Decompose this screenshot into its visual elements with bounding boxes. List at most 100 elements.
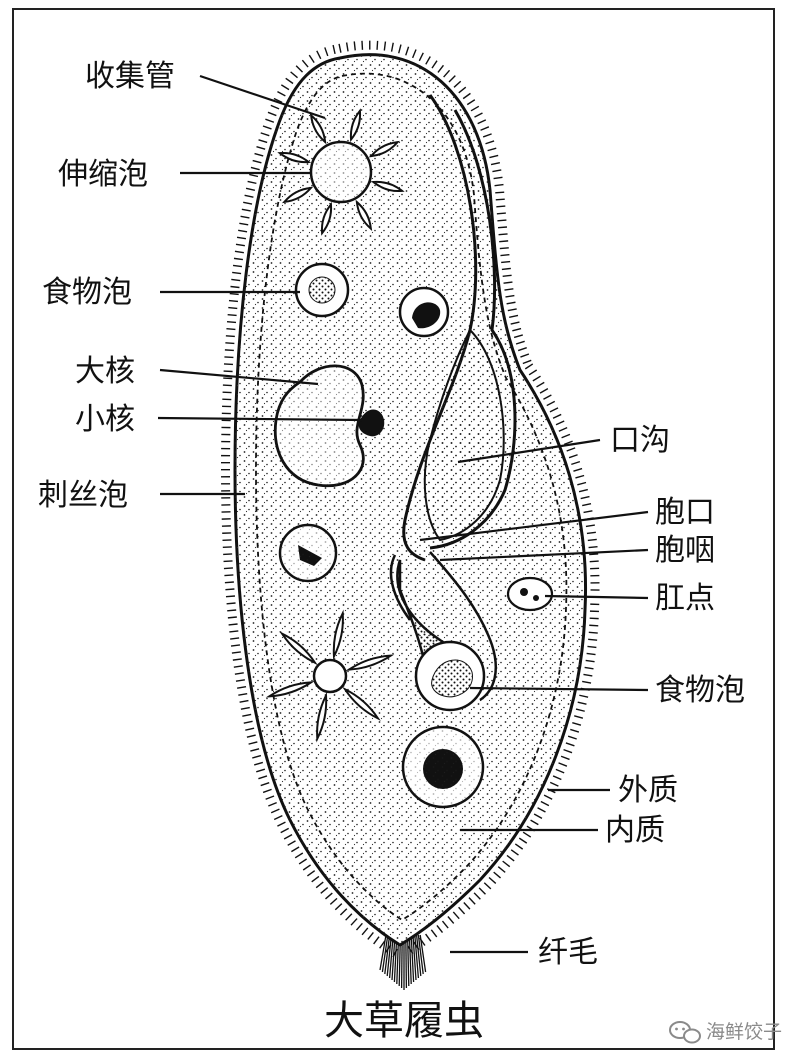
trichocyst [583, 673, 593, 677]
label-ectoplasm: 外质 [618, 773, 678, 808]
trichocyst [503, 281, 513, 284]
trichocyst [301, 59, 309, 68]
collecting-canal [277, 151, 312, 164]
trichocyst [578, 488, 588, 493]
trichocyst [418, 52, 424, 62]
trichocyst [373, 936, 380, 945]
trichocyst [537, 807, 546, 813]
trichocyst [268, 801, 277, 807]
trichocyst [277, 91, 286, 97]
trichocyst [316, 50, 322, 60]
trichocyst [497, 226, 508, 229]
trichocyst [227, 313, 237, 317]
trichocyst [246, 734, 256, 738]
leader-cytoproct [544, 594, 649, 600]
trichocyst [495, 191, 505, 194]
watermark: 海鲜饺子 [669, 1021, 782, 1044]
trichocyst [226, 320, 237, 324]
trichocyst [463, 902, 471, 910]
trichocyst [470, 105, 480, 112]
trichocyst [458, 906, 466, 915]
cilium-tuft [386, 934, 393, 977]
trichocyst [345, 42, 349, 52]
trichocyst [345, 913, 353, 921]
food-vacuole-2 [398, 286, 450, 338]
cilium-tuft [384, 934, 391, 975]
trichocyst [497, 219, 507, 222]
trichocyst [497, 866, 506, 873]
collecting-canals-lower [265, 609, 395, 743]
trichocyst [489, 154, 499, 159]
trichocyst [262, 125, 272, 130]
trichocyst [258, 775, 268, 780]
cilium-tuft [408, 934, 412, 985]
trichocyst [543, 394, 552, 400]
trichocyst [238, 229, 248, 233]
trichocyst [480, 126, 490, 131]
trichocyst [273, 97, 283, 103]
oral-groove [402, 94, 517, 562]
trichocyst [502, 274, 512, 278]
trichocyst [485, 140, 495, 145]
trichocyst [231, 651, 241, 654]
trichocyst [291, 846, 300, 853]
trichocyst [520, 353, 530, 358]
trichocyst [563, 748, 573, 754]
label-oral-groove: 口沟 [610, 423, 670, 458]
trichocyst [332, 44, 336, 55]
trichocyst [287, 840, 296, 846]
trichocyst [302, 864, 312, 871]
trichocyst [493, 871, 501, 879]
food-vacuole-1 [294, 262, 350, 318]
trichocyst [431, 60, 438, 69]
collecting-canal [342, 686, 381, 721]
trichocyst [473, 892, 481, 900]
trichocyst [262, 788, 272, 794]
ectoplasm-boundary [255, 72, 568, 922]
trichocyst [536, 381, 545, 388]
trichocyst [514, 843, 524, 850]
collecting-canal [265, 681, 315, 698]
trichocyst [517, 347, 527, 352]
trichocyst [506, 301, 516, 305]
trichocyst [522, 831, 532, 838]
trichocyst [589, 553, 599, 556]
trichocyst [572, 722, 582, 726]
trichocyst [588, 638, 598, 641]
trichocyst [566, 447, 576, 452]
cilium-tuft [410, 934, 415, 983]
trichocyst [308, 54, 315, 64]
collecting-canal [349, 108, 362, 143]
trichocyst [436, 925, 444, 933]
trichocyst [225, 335, 235, 338]
trichocyst [528, 369, 538, 376]
trichocyst [502, 860, 511, 868]
trichocyst [247, 180, 257, 185]
leader-lines [157, 74, 649, 954]
trichocyst [583, 510, 593, 514]
trichocyst [338, 43, 342, 53]
cilium-tuft [406, 934, 410, 987]
trichocyst [552, 413, 562, 419]
trichocyst [306, 870, 316, 877]
trichocyst [587, 645, 597, 649]
trichocyst [223, 363, 234, 366]
trichocyst [582, 502, 592, 507]
collecting-canal [316, 691, 328, 743]
trichocyst [256, 768, 266, 773]
trichocyst [225, 342, 235, 345]
trichocyst [280, 827, 290, 834]
trichocyst [228, 306, 238, 310]
trichocyst [367, 931, 374, 940]
trichocyst [499, 247, 509, 250]
trichocyst [265, 118, 275, 123]
trichocyst [376, 40, 379, 50]
trichocyst [228, 623, 238, 626]
upper-contractile-vacuole [277, 108, 405, 236]
trichocyst [524, 363, 534, 370]
trichocyst [577, 481, 587, 486]
trichocyst [483, 882, 492, 890]
trichocyst [575, 708, 585, 712]
trichocyst [385, 944, 392, 953]
trichocyst [248, 741, 258, 745]
